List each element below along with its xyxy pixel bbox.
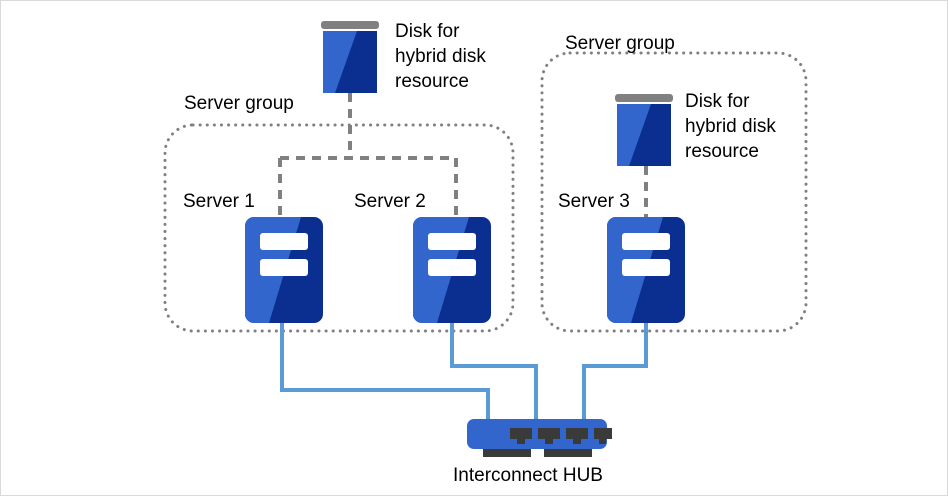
network-link-server3 <box>582 323 648 421</box>
disk-hybrid-shared-label: Disk for hybrid disk resource <box>395 21 486 92</box>
disk-hybrid-server3-icon <box>615 94 673 166</box>
network-link-server1 <box>280 323 490 421</box>
hub-port-3 <box>566 428 588 444</box>
interconnect-hub-label: Interconnect HUB <box>453 465 603 486</box>
server-group-right-border <box>540 51 808 333</box>
server-1-label: Server 1 <box>183 191 255 212</box>
server-3-icon <box>607 217 685 323</box>
server-1-icon <box>245 217 323 323</box>
network-link-server2 <box>450 323 538 421</box>
network-links <box>280 323 648 421</box>
server-group-left-border <box>163 123 515 333</box>
server-2-label: Server 2 <box>354 191 426 212</box>
hub-ports <box>510 428 612 444</box>
hub-port-2 <box>538 428 560 444</box>
interconnect-hub-icon <box>467 419 612 457</box>
server-2-icon <box>413 217 491 323</box>
disk-to-servers-connector-left <box>278 93 458 217</box>
server-group-left-label: Server group <box>184 93 294 114</box>
hub-port-4 <box>594 428 612 444</box>
hub-port-1 <box>510 428 532 444</box>
server-3-label: Server 3 <box>558 191 630 212</box>
disk-hybrid-server3-label: Disk for hybrid disk resource <box>685 91 776 162</box>
server-group-right-label: Server group <box>565 33 675 54</box>
disk-hybrid-shared-icon <box>321 21 379 93</box>
hub-body <box>467 419 607 449</box>
